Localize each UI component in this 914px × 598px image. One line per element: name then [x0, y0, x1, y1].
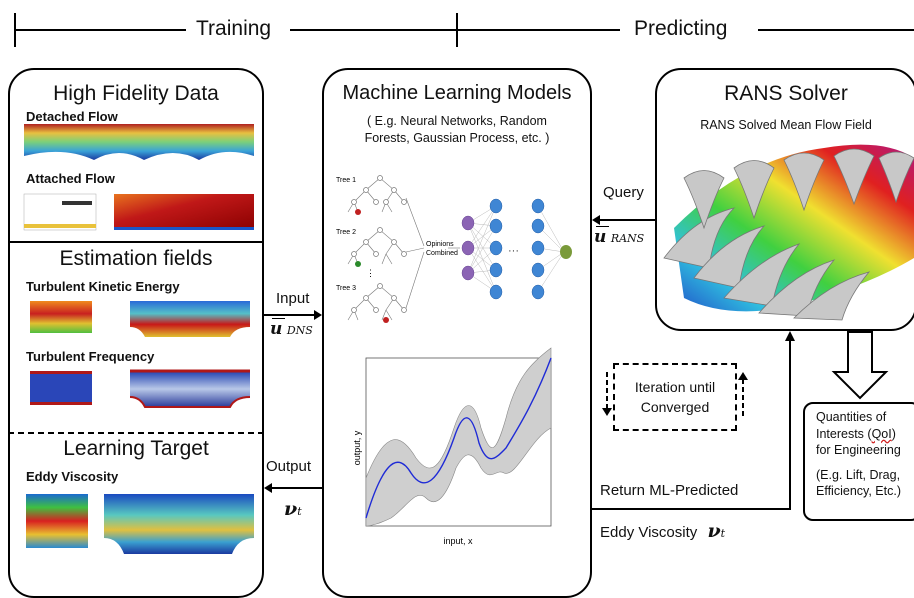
ml-title: Machine Learning Models — [342, 82, 572, 104]
query-label: Query — [603, 184, 644, 201]
predicting-label: Predicting — [634, 17, 728, 40]
tree3-label: Tree 3 — [336, 285, 356, 292]
qoi-text: Quantities of Interests (QoI) for Engine… — [816, 410, 901, 498]
output-label: Output — [266, 458, 312, 475]
left-divider-1 — [8, 241, 264, 243]
return-label-1: Return ML-Predicted — [600, 482, 739, 499]
freq-label: Turbulent Frequency — [26, 349, 155, 364]
timeline-line-2 — [290, 29, 620, 31]
iteration-text-2: Converged — [640, 399, 710, 415]
tke-label: Turbulent Kinetic Energy — [26, 279, 180, 294]
output-arrow — [264, 483, 322, 493]
qoi-box — [803, 402, 914, 521]
freq-image — [30, 369, 251, 408]
gp-ylabel: output, y — [352, 430, 362, 465]
query-symbol: u RANS — [594, 226, 645, 247]
hifi-title: High Fidelity Data — [53, 82, 219, 105]
tree2-label: Tree 2 — [336, 229, 356, 236]
qoi-hollow-arrow — [831, 331, 889, 400]
iteration-arrow-up — [738, 372, 748, 416]
opinions-label-2: Combined — [426, 250, 458, 257]
timeline-line-1 — [14, 29, 186, 31]
estimation-title: Estimation fields — [59, 247, 213, 270]
rans-title: RANS Solver — [724, 82, 848, 105]
detached-flow-label: Detached Flow — [26, 109, 118, 124]
return-label-2: Eddy Viscosity νt — [600, 520, 726, 542]
eddy-label: Eddy Viscosity — [26, 469, 119, 484]
input-label: Input — [276, 290, 310, 307]
opinions-label-1: Opinions — [426, 241, 454, 248]
iteration-box — [613, 363, 737, 431]
ml-subtitle-1: ( E.g. Neural Networks, Random — [367, 114, 547, 128]
training-label: Training — [196, 17, 272, 40]
query-arrow — [592, 215, 655, 225]
svg-text:⋮: ⋮ — [366, 268, 375, 278]
attached-flow-label: Attached Flow — [26, 171, 115, 186]
svg-text:···: ··· — [508, 245, 519, 257]
timeline-line-3 — [758, 29, 914, 31]
rans-subtitle: RANS Solved Mean Flow Field — [700, 118, 872, 132]
input-arrow — [264, 310, 322, 320]
iteration-arrow-down — [602, 372, 612, 416]
iteration-text-1: Iteration until — [634, 379, 716, 395]
random-forest-nn-figure: Tree 1 Tree 2 Tree 3 Opinions Combined ⋮… — [336, 175, 572, 323]
output-symbol: νt — [284, 498, 302, 520]
left-divider-dashed — [8, 432, 264, 434]
input-symbol: u DNS — [270, 318, 313, 339]
rans-flow-field-image — [663, 144, 914, 321]
eddy-image — [26, 494, 254, 554]
timeline-mid-tick — [456, 13, 458, 47]
attached-flow-image — [23, 193, 254, 231]
target-title: Learning Target — [63, 437, 209, 460]
gp-plot: output, y input, x — [352, 347, 552, 546]
tree1-label: Tree 1 — [336, 177, 356, 184]
ml-subtitle-2: Forests, Gaussian Process, etc. ) — [364, 131, 550, 145]
return-path-arrow — [592, 331, 795, 510]
tke-image — [30, 301, 250, 337]
detached-flow-image — [24, 124, 254, 160]
gp-xlabel: input, x — [443, 536, 473, 546]
